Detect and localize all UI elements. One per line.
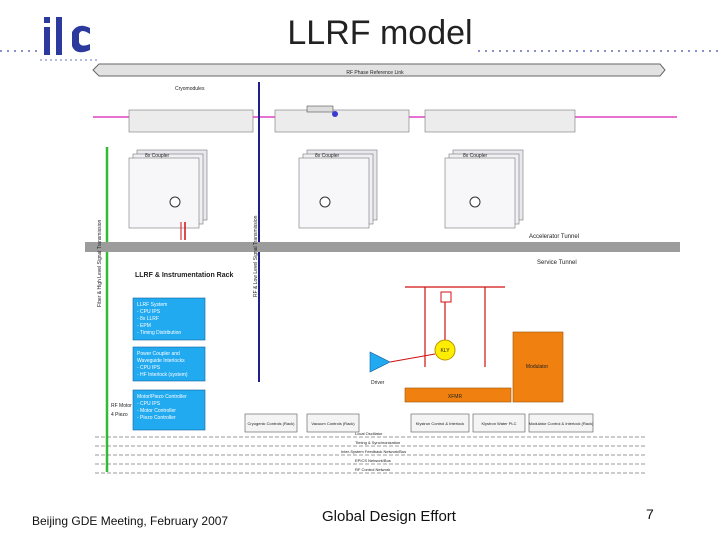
bus-label-5: RF Control Network xyxy=(355,467,390,472)
motor-piezo-box: Motor/Piezo Controller - CPU IPS - Motor… xyxy=(132,389,206,431)
bus-lines: Local Oscillator Timing & Synchronizatio… xyxy=(95,431,645,474)
llrf-system-l2: - 8x LLRF xyxy=(137,316,159,322)
page-number: 7 xyxy=(646,506,654,522)
power-coupler-l0: Power Coupler and xyxy=(137,351,180,357)
coupler-stack-3: 8x Coupler xyxy=(444,149,524,229)
cryomodules-label: Cryomodules xyxy=(175,86,205,92)
bottom-box-1: Cryogenic Controls (Rack) xyxy=(248,421,296,426)
motor-piezo-l3: - Piezo Controller xyxy=(137,415,176,421)
accel-tunnel-label: Accelerator Tunnel xyxy=(529,234,579,240)
llrf-rack-label: LLRF & Instrumentation Rack xyxy=(135,272,234,279)
klystron-label: KLY xyxy=(440,348,450,354)
llrf-system-l0: LLRF System xyxy=(137,302,167,308)
power-coupler-l1: Waveguide Interlocks xyxy=(137,358,185,364)
power-coupler-l2: - CPU IPS xyxy=(137,365,161,371)
motor-piezo-l2: - Motor Controller xyxy=(137,408,176,414)
llrf-system-box: LLRF System - CPU IPS - 8x LLRF - EPM - … xyxy=(132,297,206,341)
bottom-box-4: Klystron Water PLC xyxy=(482,421,517,426)
power-coupler-l3: - HF Interlock (system) xyxy=(137,372,188,378)
cryomodule-row xyxy=(128,105,576,133)
footer-meeting: Beijing GDE Meeting, February 2007 xyxy=(32,514,229,528)
coupler-label-2: 8x Coupler xyxy=(315,153,340,159)
xfmr-label: XFMR xyxy=(448,394,463,400)
rf-line-label: RF & Low Level Signal Transmission xyxy=(253,215,259,297)
bus-label-3: Inter-System Feedback Network/Bus xyxy=(341,449,406,454)
motor-piezo-l1: - CPU IPS xyxy=(137,401,161,407)
driver-label: Driver xyxy=(371,380,385,386)
motor-piezo-l0: Motor/Piezo Controller xyxy=(137,394,187,400)
coupler-stack-2: 8x Coupler xyxy=(298,149,378,229)
llrf-system-l1: - CPU IPS xyxy=(137,309,161,315)
fiber-line-label: Fiber & High Level Signal Transmission xyxy=(97,220,103,307)
coupler-label-1: 8x Coupler xyxy=(145,153,170,159)
bottom-box-5: Modulator Control & Interlock (Rack) xyxy=(529,421,594,426)
slide-title: LLRF model xyxy=(287,14,473,52)
bus-label-4: EPICS Network/Bus xyxy=(355,458,391,463)
control-boxes: Cryogenic Controls (Rack) Vacuum Control… xyxy=(244,413,594,433)
rf-motor-label: RF Motor xyxy=(111,403,132,409)
header-dots xyxy=(0,40,40,52)
klystron-circuit: KLY Driver XFMR Modulator xyxy=(369,286,564,403)
bottom-box-2: Vacuum Controls (Rack) xyxy=(311,421,355,426)
ref-link-bar: RF Phase Reference Link xyxy=(92,63,666,77)
llrf-system-l4: - Timing Distribution xyxy=(137,330,181,336)
llrf-diagram: RF Phase Reference Link Cryomodules 8x C… xyxy=(85,63,680,474)
coupler-stack-1: 8x Coupler xyxy=(128,149,208,229)
ref-link-label: RF Phase Reference Link xyxy=(346,70,404,76)
service-tunnel-label: Service Tunnel xyxy=(537,260,577,266)
modulator-label: Modulator xyxy=(526,364,549,370)
power-coupler-box: Power Coupler and Waveguide Interlocks -… xyxy=(132,346,206,382)
footer-effort: Global Design Effort xyxy=(322,508,456,525)
bus-label-1: Local Oscillator xyxy=(355,431,383,436)
coupler-label-3: 8x Coupler xyxy=(463,153,488,159)
bottom-box-3: Klystron Control & Interlock xyxy=(416,421,464,426)
bus-label-2: Timing & Synchronization xyxy=(355,440,400,445)
llrf-system-l3: - EPM xyxy=(137,323,151,329)
piezo-label: 4 Piezo xyxy=(111,412,128,418)
ilc-logo xyxy=(40,14,98,64)
